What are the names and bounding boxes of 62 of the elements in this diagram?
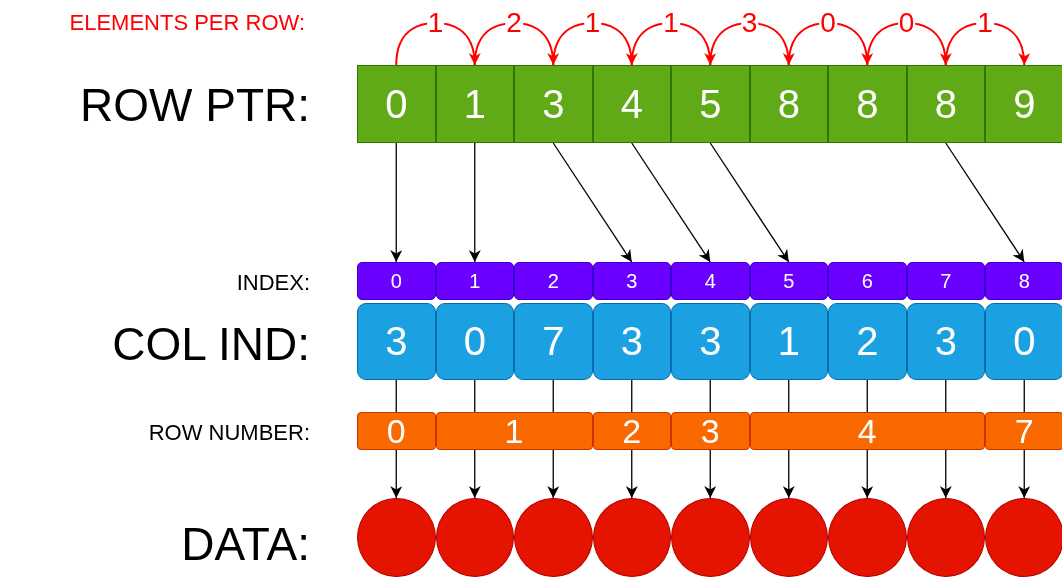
index-cell: 4 bbox=[671, 262, 750, 300]
arrow bbox=[866, 22, 951, 66]
array-cell: 3 bbox=[671, 303, 750, 380]
arrow bbox=[944, 22, 1030, 66]
arrow bbox=[390, 449, 403, 499]
array-cell: 5 bbox=[671, 65, 750, 143]
row-number-segment: 1 bbox=[435, 412, 593, 450]
row-label: COL IND: bbox=[112, 317, 310, 371]
arrow bbox=[625, 449, 638, 499]
index-cell: 1 bbox=[435, 262, 514, 300]
row-number-segment: 4 bbox=[749, 412, 985, 450]
array-cell: 1 bbox=[435, 65, 514, 143]
arrow bbox=[787, 22, 873, 66]
array-cell: 0 bbox=[435, 303, 514, 380]
note-label: ELEMENTS PER ROW: bbox=[69, 10, 305, 36]
arrow bbox=[782, 449, 795, 499]
arrow bbox=[395, 22, 480, 66]
index-cell: 6 bbox=[828, 262, 907, 300]
array-cell: 3 bbox=[906, 303, 985, 380]
arrow bbox=[473, 22, 559, 66]
index-cell: 2 bbox=[514, 262, 593, 300]
array-cell: 8 bbox=[749, 65, 828, 143]
array-cell: 3 bbox=[592, 303, 671, 380]
array-cell: 9 bbox=[985, 65, 1062, 143]
array-cell: 0 bbox=[357, 65, 436, 143]
row-label: ROW PTR: bbox=[80, 78, 310, 132]
array-cell: 8 bbox=[906, 65, 985, 143]
index-cell: 8 bbox=[985, 262, 1062, 300]
arrow bbox=[468, 449, 481, 499]
index-cell: 0 bbox=[357, 262, 436, 300]
index-cell: 3 bbox=[592, 262, 671, 300]
arrow bbox=[547, 449, 560, 499]
index-cell: 7 bbox=[906, 262, 985, 300]
array-cell: 7 bbox=[514, 303, 593, 380]
row-number-segment: 0 bbox=[357, 412, 436, 450]
arrow bbox=[631, 142, 711, 263]
array-cell: 2 bbox=[828, 303, 907, 380]
row-number-segment: 3 bbox=[671, 412, 750, 450]
row-number-segment: 7 bbox=[985, 412, 1062, 450]
array-cell: 3 bbox=[514, 65, 593, 143]
index-cell: 5 bbox=[749, 262, 828, 300]
array-cell: 0 bbox=[985, 303, 1062, 380]
arrow bbox=[1018, 449, 1031, 499]
arrow bbox=[861, 449, 874, 499]
array-cell: 8 bbox=[828, 65, 907, 143]
row-label: ROW NUMBER: bbox=[148, 420, 310, 446]
arrow bbox=[390, 142, 403, 263]
arrow bbox=[709, 142, 790, 263]
arrow bbox=[945, 142, 1025, 263]
row-label: INDEX: bbox=[236, 270, 310, 296]
arrow bbox=[468, 142, 481, 263]
array-cell: 3 bbox=[357, 303, 436, 380]
arrow bbox=[704, 449, 717, 499]
row-label: DATA: bbox=[181, 517, 310, 571]
arrow bbox=[630, 22, 716, 66]
row-number-segment: 2 bbox=[592, 412, 671, 450]
arrow bbox=[552, 22, 637, 66]
arrow bbox=[552, 142, 633, 263]
arrow bbox=[939, 449, 952, 499]
array-cell: 4 bbox=[592, 65, 671, 143]
arrow bbox=[709, 22, 794, 66]
array-cell: 1 bbox=[749, 303, 828, 380]
